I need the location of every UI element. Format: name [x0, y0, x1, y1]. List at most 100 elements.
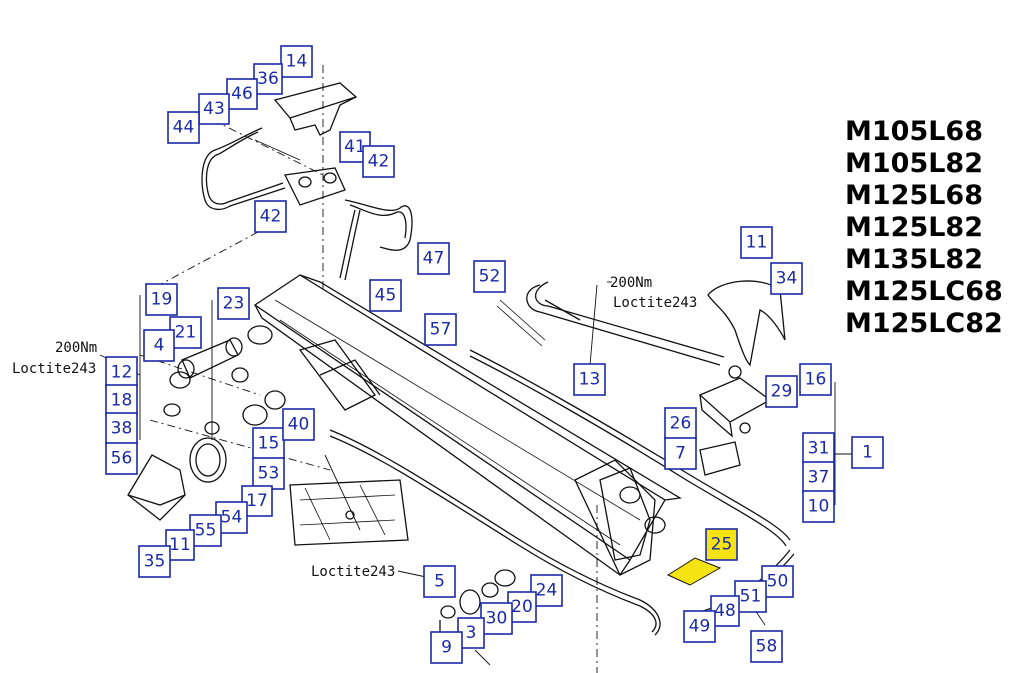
callout-13[interactable]: 13 — [573, 363, 606, 396]
svg-text:25: 25 — [711, 535, 733, 555]
model-3: M125L68 — [845, 180, 983, 211]
callout-57[interactable]: 57 — [424, 313, 457, 346]
callout-26[interactable]: 26 — [664, 407, 697, 440]
svg-text:10: 10 — [808, 497, 830, 517]
callout-14[interactable]: 14 — [280, 45, 313, 78]
callout-44[interactable]: 44 — [167, 111, 200, 144]
callout-16[interactable]: 16 — [799, 363, 832, 396]
svg-text:57: 57 — [430, 320, 452, 340]
callout-36[interactable]: 36 — [253, 63, 283, 95]
callout-58[interactable]: 58 — [750, 630, 783, 663]
boom-body — [247, 274, 682, 576]
svg-text:45: 45 — [375, 286, 397, 306]
svg-text:20: 20 — [511, 597, 533, 617]
svg-text:14: 14 — [286, 52, 308, 72]
callout-47[interactable]: 47 — [417, 242, 450, 275]
svg-text:3: 3 — [466, 623, 477, 643]
svg-text:35: 35 — [144, 552, 166, 572]
svg-text:7: 7 — [675, 444, 686, 464]
svg-text:17: 17 — [246, 491, 268, 511]
callout-5[interactable]: 5 — [423, 565, 456, 598]
callout-20[interactable]: 20 — [507, 591, 537, 623]
svg-text:37: 37 — [808, 468, 830, 488]
svg-text:48: 48 — [714, 601, 736, 621]
callout-31[interactable]: 31 — [802, 432, 835, 465]
callout-34[interactable]: 34 — [770, 262, 803, 295]
callout-11a[interactable]: 11 — [740, 226, 773, 259]
callout-40[interactable]: 40 — [282, 408, 315, 441]
callout-18[interactable]: 18 — [105, 384, 138, 417]
callout-9[interactable]: 9 — [430, 631, 463, 664]
svg-text:40: 40 — [288, 415, 310, 435]
callout-12[interactable]: 12 — [105, 356, 138, 389]
svg-text:5: 5 — [434, 572, 445, 592]
callout-37[interactable]: 37 — [802, 461, 835, 494]
model-2: M105L82 — [845, 148, 983, 179]
callout-10[interactable]: 10 — [802, 490, 835, 523]
callout-55[interactable]: 55 — [189, 514, 222, 547]
svg-text:47: 47 — [423, 249, 445, 269]
callout-53[interactable]: 53 — [252, 457, 285, 490]
svg-text:51: 51 — [740, 587, 762, 607]
svg-text:15: 15 — [258, 434, 280, 454]
torque-note-top-agent: Loctite243 — [613, 295, 697, 311]
callout-23[interactable]: 23 — [217, 287, 250, 320]
callout-4[interactable]: 4 — [143, 329, 175, 362]
svg-text:46: 46 — [231, 84, 253, 104]
svg-text:34: 34 — [776, 269, 798, 289]
callout-29[interactable]: 29 — [765, 375, 798, 408]
tie-rods — [496, 281, 725, 366]
callout-25[interactable]: 25 — [705, 528, 738, 561]
svg-text:18: 18 — [111, 391, 133, 411]
callout-51[interactable]: 51 — [734, 580, 767, 613]
svg-text:58: 58 — [756, 637, 778, 657]
svg-text:31: 31 — [808, 439, 830, 459]
cover-plate — [707, 280, 786, 367]
svg-text:55: 55 — [195, 521, 217, 541]
torque-note-left-agent: Loctite243 — [12, 361, 96, 377]
loctite-note-bottom: Loctite243 — [311, 564, 395, 580]
callout-43[interactable]: 43 — [198, 93, 230, 125]
callout-35[interactable]: 35 — [138, 545, 171, 578]
svg-text:21: 21 — [175, 323, 197, 343]
svg-text:42: 42 — [368, 152, 390, 172]
callout-42a[interactable]: 42 — [362, 145, 395, 178]
svg-text:19: 19 — [151, 290, 173, 310]
model-6: M125LC68 — [845, 276, 1003, 307]
model-5: M135L82 — [845, 244, 983, 275]
svg-text:23: 23 — [223, 294, 245, 314]
callout-19[interactable]: 19 — [145, 283, 178, 316]
callout-46[interactable]: 46 — [226, 78, 258, 110]
callout-45[interactable]: 45 — [369, 279, 402, 312]
svg-text:30: 30 — [486, 609, 508, 629]
svg-text:12: 12 — [111, 363, 133, 383]
callout-30[interactable]: 30 — [480, 602, 513, 635]
callout-56[interactable]: 56 — [105, 442, 138, 475]
svg-text:50: 50 — [767, 572, 789, 592]
callout-52[interactable]: 52 — [473, 260, 506, 293]
svg-text:29: 29 — [771, 382, 793, 402]
torque-note-top-value: 200Nm — [610, 275, 652, 291]
svg-text:16: 16 — [805, 370, 827, 390]
callout-42b[interactable]: 42 — [254, 200, 287, 233]
svg-text:54: 54 — [221, 508, 243, 528]
svg-text:36: 36 — [257, 69, 279, 89]
slide-pad-group — [289, 479, 409, 546]
svg-text:44: 44 — [173, 118, 195, 138]
svg-text:42: 42 — [260, 207, 282, 227]
svg-text:49: 49 — [689, 617, 711, 637]
callout-49[interactable]: 49 — [683, 610, 716, 643]
callout-38[interactable]: 38 — [105, 412, 138, 445]
pins-left — [163, 337, 286, 483]
callout-50[interactable]: 50 — [761, 565, 794, 598]
callout-15[interactable]: 15 — [252, 427, 285, 460]
svg-text:11: 11 — [169, 535, 191, 555]
torque-note-left-value: 200Nm — [55, 340, 97, 356]
callout-1[interactable]: 1 — [851, 436, 884, 469]
model-7: M125LC82 — [845, 308, 1003, 339]
callout-7[interactable]: 7 — [664, 437, 697, 470]
svg-text:38: 38 — [111, 419, 133, 439]
model-1: M105L68 — [845, 116, 983, 147]
bracket-35 — [127, 454, 186, 521]
